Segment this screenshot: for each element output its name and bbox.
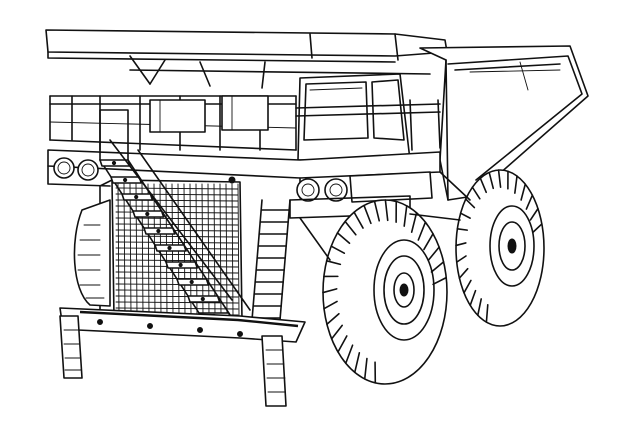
side-ladder: [251, 199, 291, 321]
front-staircase: [99, 109, 251, 337]
chassis-frame: [299, 171, 471, 261]
right-front-tire: [322, 199, 448, 385]
dump-body: [45, 29, 589, 201]
ladder-rungs: [251, 209, 290, 319]
rear-tire: [455, 169, 545, 327]
left-front-tire: [73, 199, 111, 307]
front-tire-tread: [322, 199, 448, 384]
rear-tire-tread: [455, 169, 543, 323]
stair-steps: [99, 159, 243, 337]
front-bumper: [59, 307, 306, 407]
deck-railing: [49, 95, 441, 151]
